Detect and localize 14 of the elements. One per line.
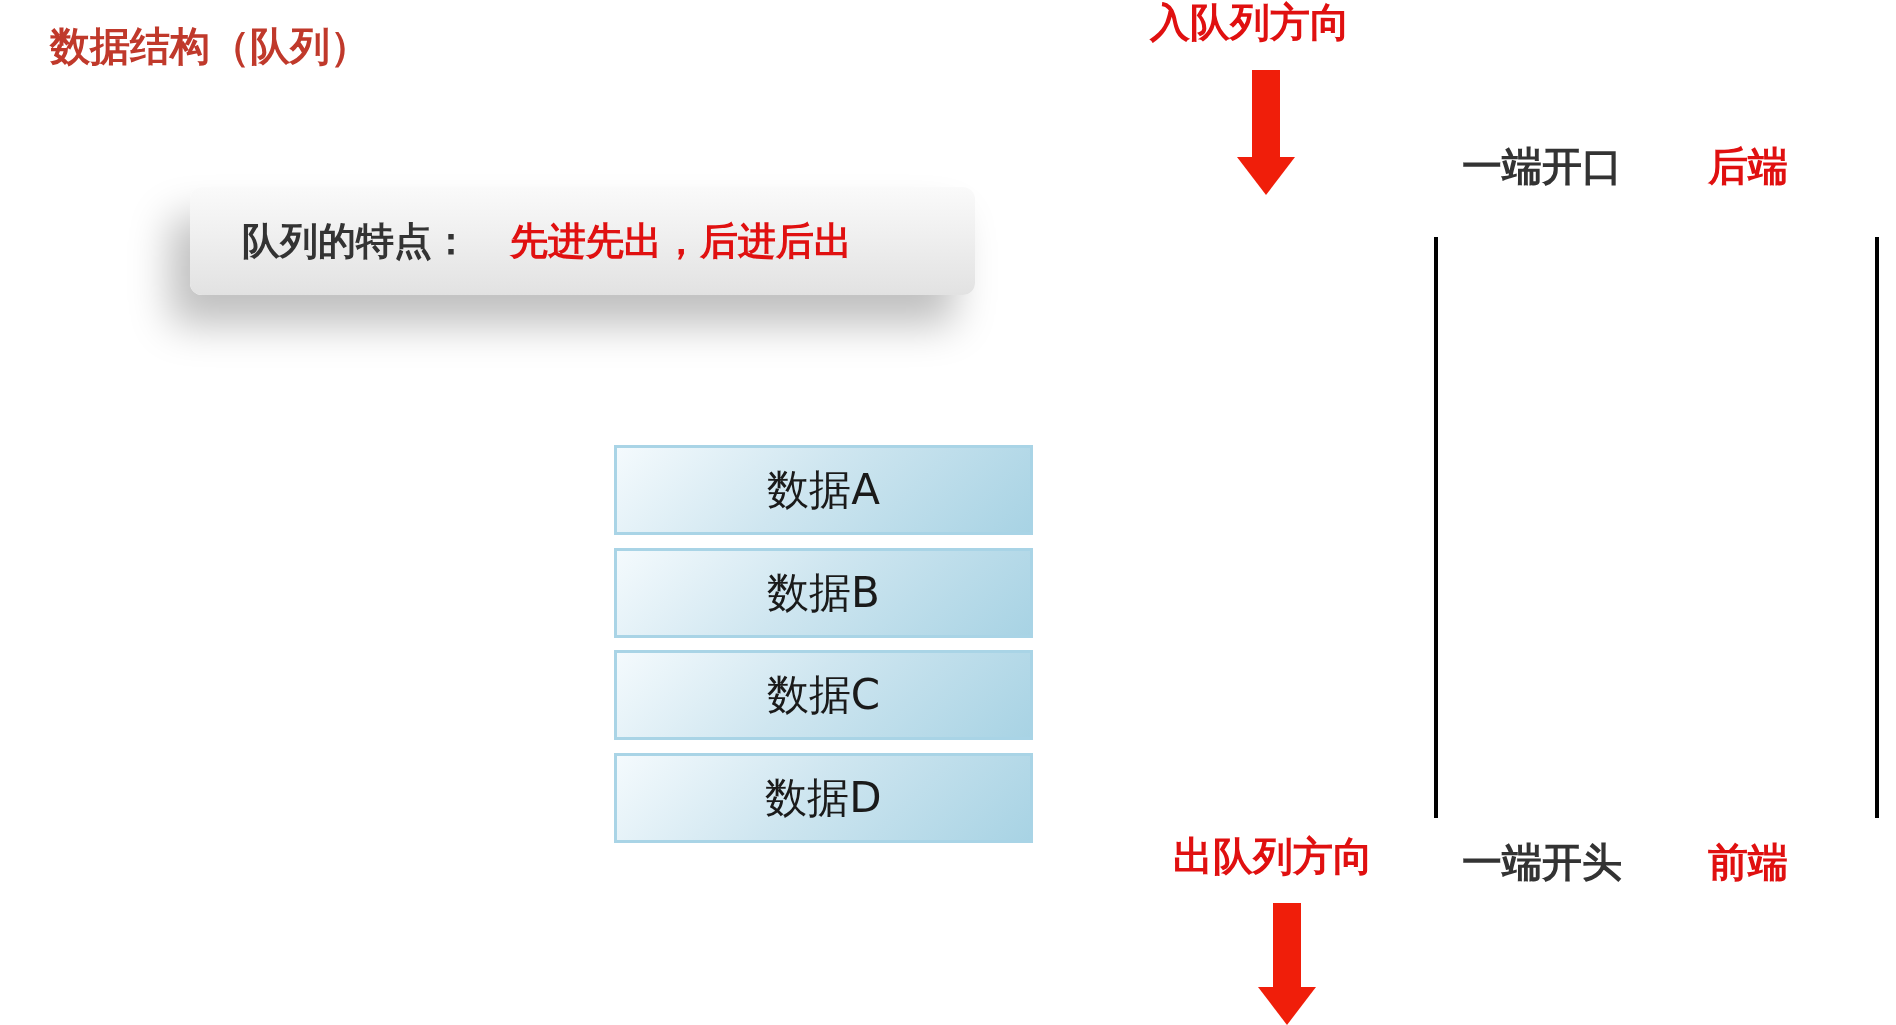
direction-label: 入队列方向 xyxy=(1150,0,1350,46)
direction-label: 出队列方向 xyxy=(1173,832,1373,880)
feature-card xyxy=(190,187,975,295)
data-box: 数据C xyxy=(614,650,1033,740)
end-label: 前端 xyxy=(1708,838,1788,886)
feature-text: 先进先出，后进后出 xyxy=(510,217,852,265)
end-label: 后端 xyxy=(1708,142,1788,190)
data-box: 数据D xyxy=(614,753,1033,843)
end-label: 一端开头 xyxy=(1462,838,1622,886)
data-box: 数据B xyxy=(614,548,1033,638)
end-label: 一端开口 xyxy=(1462,142,1622,190)
feature-label: 队列的特点： xyxy=(242,217,470,265)
data-box: 数据A xyxy=(614,445,1033,535)
title: 数据结构（队列） xyxy=(50,22,370,70)
